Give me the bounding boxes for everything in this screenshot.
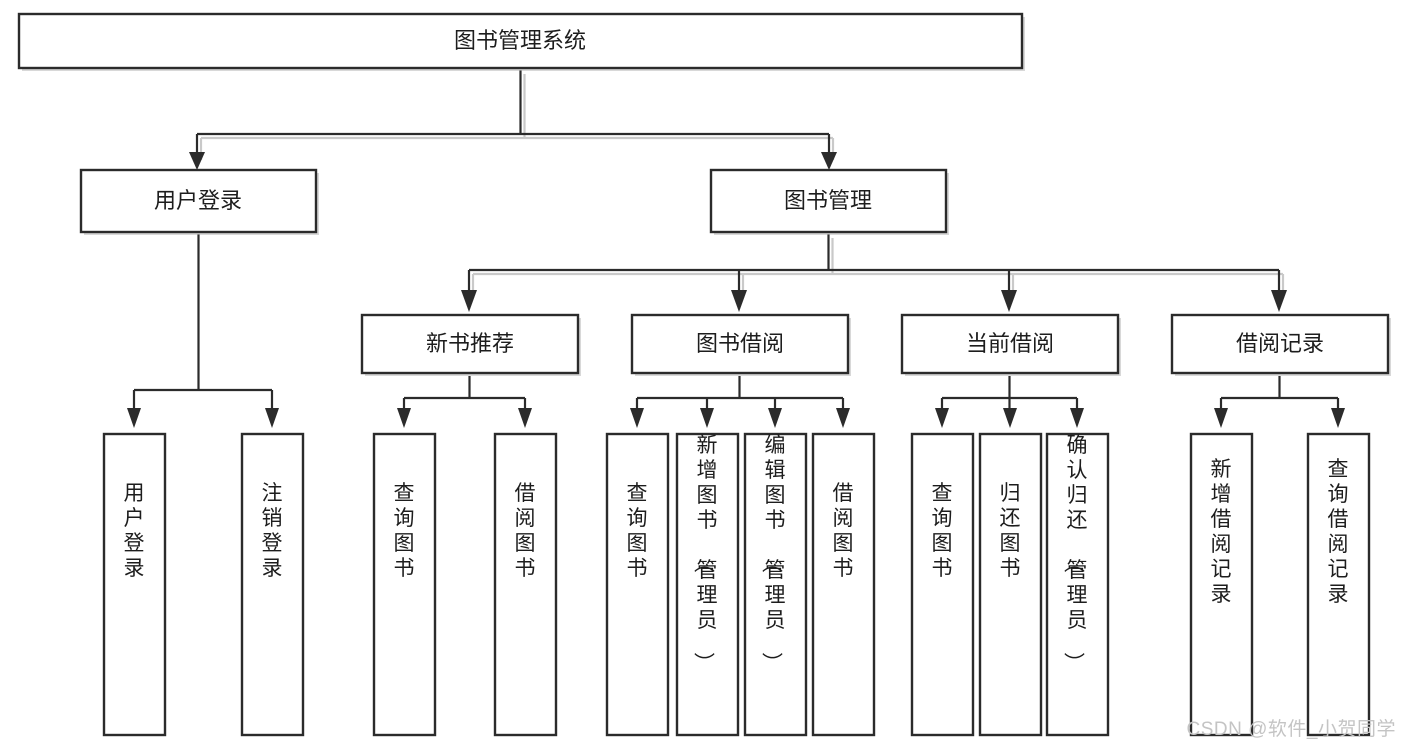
leaf-borrow-book-1-box[interactable] bbox=[493, 432, 558, 737]
node-current-borrow-box[interactable] bbox=[900, 313, 1120, 375]
leaf-add-record-box[interactable] bbox=[1189, 432, 1254, 737]
node-root-label: 图书管理系统 bbox=[454, 28, 586, 53]
arrow-to-leaf-query-record bbox=[1331, 408, 1345, 428]
leaf-logout[interactable]: 注销登录 bbox=[240, 432, 305, 737]
leaf-add-record-label: 新增借阅记录 bbox=[1211, 458, 1232, 606]
new-book-recommend-bus bbox=[402, 376, 527, 412]
node-root-box[interactable] bbox=[17, 12, 1024, 70]
arrow-to-leaf-confirm-return bbox=[1070, 408, 1084, 428]
node-new-book-recommend-box[interactable] bbox=[360, 313, 580, 375]
leaf-borrow-book-1-label: 借阅图书 bbox=[515, 482, 536, 580]
arrow-to-user-login bbox=[189, 152, 205, 170]
node-current-borrow[interactable]: 当前借阅 bbox=[900, 313, 1121, 376]
arrowhead-layer bbox=[127, 152, 1345, 428]
leaf-borrow-book-2-label: 借阅图书 bbox=[833, 482, 854, 580]
node-book-borrow-label: 图书借阅 bbox=[696, 331, 784, 356]
node-new-book-recommend[interactable]: 新书推荐 bbox=[360, 313, 581, 376]
arrow-to-leaf-return-book bbox=[1003, 408, 1017, 428]
book-manage-bus bbox=[467, 234, 1281, 294]
leaf-query-book-1-box[interactable] bbox=[372, 432, 437, 737]
node-current-borrow-label: 当前借阅 bbox=[966, 331, 1054, 356]
leaf-confirm-return[interactable]: 确认归还（管理员） bbox=[1045, 432, 1110, 737]
arrow-to-borrow-record bbox=[1271, 290, 1287, 312]
node-new-book-recommend-label: 新书推荐 bbox=[426, 331, 514, 356]
arrow-to-leaf-query-book-2 bbox=[630, 408, 644, 428]
leaf-query-book-2-label: 查询图书 bbox=[627, 482, 648, 580]
current-borrow-bus bbox=[940, 376, 1079, 412]
user-login-bus bbox=[132, 234, 274, 412]
leaf-return-book-box[interactable] bbox=[978, 432, 1043, 737]
leaf-add-book-label: 新增图书（管理员） bbox=[692, 434, 718, 673]
leaf-confirm-return-box[interactable] bbox=[1045, 432, 1110, 737]
leaf-edit-book-box[interactable] bbox=[743, 432, 808, 737]
node-book-manage[interactable]: 图书管理 bbox=[709, 168, 949, 235]
leaf-borrow-book-1[interactable]: 借阅图书 bbox=[493, 432, 558, 737]
arrow-to-leaf-borrow-book-2 bbox=[836, 408, 850, 428]
arrow-to-leaf-query-book-1 bbox=[397, 408, 411, 428]
node-user-login-box[interactable] bbox=[79, 168, 318, 234]
connector-layer bbox=[132, 70, 1340, 412]
leaf-logout-box[interactable] bbox=[240, 432, 305, 737]
root-bus-shadow bbox=[199, 74, 835, 160]
leaf-query-book-2-box[interactable] bbox=[605, 432, 670, 737]
leaf-borrow-book-2[interactable]: 借阅图书 bbox=[811, 432, 876, 737]
leaf-return-book[interactable]: 归还图书 bbox=[978, 432, 1043, 737]
leaf-add-record[interactable]: 新增借阅记录 bbox=[1189, 432, 1254, 737]
arrow-to-book-borrow bbox=[731, 290, 747, 312]
leaf-edit-book-label: 编辑图书（管理员） bbox=[760, 434, 786, 673]
leaf-logout-label: 注销登录 bbox=[262, 482, 283, 580]
node-root[interactable]: 图书管理系统 bbox=[17, 12, 1025, 71]
node-book-borrow[interactable]: 图书借阅 bbox=[630, 313, 851, 376]
arrow-to-leaf-user-login bbox=[127, 408, 141, 428]
leaf-confirm-return-label: 确认归还（管理员） bbox=[1062, 434, 1088, 673]
arrow-to-leaf-edit-book bbox=[768, 408, 782, 428]
arrow-to-leaf-query-book-3 bbox=[935, 408, 949, 428]
book-borrow-bus bbox=[635, 376, 845, 412]
arrow-to-leaf-logout bbox=[265, 408, 279, 428]
node-book-manage-box[interactable] bbox=[709, 168, 948, 234]
arrow-to-leaf-add-record bbox=[1214, 408, 1228, 428]
arrow-to-current-borrow bbox=[1001, 290, 1017, 312]
leaf-query-record-box[interactable] bbox=[1306, 432, 1371, 737]
node-user-login[interactable]: 用户登录 bbox=[79, 168, 319, 235]
leaf-query-record-label: 查询借阅记录 bbox=[1328, 458, 1349, 606]
leaf-query-record[interactable]: 查询借阅记录 bbox=[1306, 432, 1371, 737]
node-borrow-record[interactable]: 借阅记录 bbox=[1170, 313, 1391, 376]
arrow-to-new-book-recommend bbox=[461, 290, 477, 312]
leaf-add-book-box[interactable] bbox=[675, 432, 740, 737]
leaf-edit-book[interactable]: 编辑图书（管理员） bbox=[743, 432, 808, 737]
node-book-borrow-box[interactable] bbox=[630, 313, 850, 375]
arrow-to-book-manage bbox=[821, 152, 837, 170]
arrow-to-leaf-add-book bbox=[700, 408, 714, 428]
leaf-query-book-3[interactable]: 查询图书 bbox=[910, 432, 975, 737]
leaf-query-book-1[interactable]: 查询图书 bbox=[372, 432, 437, 737]
leaf-query-book-3-label: 查询图书 bbox=[932, 482, 953, 580]
leaf-query-book-2[interactable]: 查询图书 bbox=[605, 432, 670, 737]
leaf-add-book[interactable]: 新增图书（管理员） bbox=[675, 432, 740, 737]
node-borrow-record-label: 借阅记录 bbox=[1236, 331, 1324, 356]
book-manage-bus-shadow bbox=[471, 238, 1285, 298]
arrow-to-leaf-borrow-book-1 bbox=[518, 408, 532, 428]
csdn-watermark: CSDN @软件_小贺同学 bbox=[1187, 718, 1396, 740]
leaf-user-login[interactable]: 用户登录 bbox=[102, 432, 167, 737]
root-bus bbox=[195, 70, 831, 156]
node-borrow-record-box[interactable] bbox=[1170, 313, 1390, 375]
borrow-record-bus bbox=[1219, 376, 1340, 412]
leaf-borrow-book-2-box[interactable] bbox=[811, 432, 876, 737]
leaf-user-login-box[interactable] bbox=[102, 432, 167, 737]
leaf-user-login-label: 用户登录 bbox=[124, 482, 145, 580]
leaf-query-book-3-box[interactable] bbox=[910, 432, 975, 737]
leaf-query-book-1-label: 查询图书 bbox=[394, 482, 415, 580]
node-user-login-label: 用户登录 bbox=[154, 188, 242, 213]
leaf-return-book-label: 归还图书 bbox=[1000, 482, 1021, 580]
node-book-manage-label: 图书管理 bbox=[784, 188, 872, 213]
